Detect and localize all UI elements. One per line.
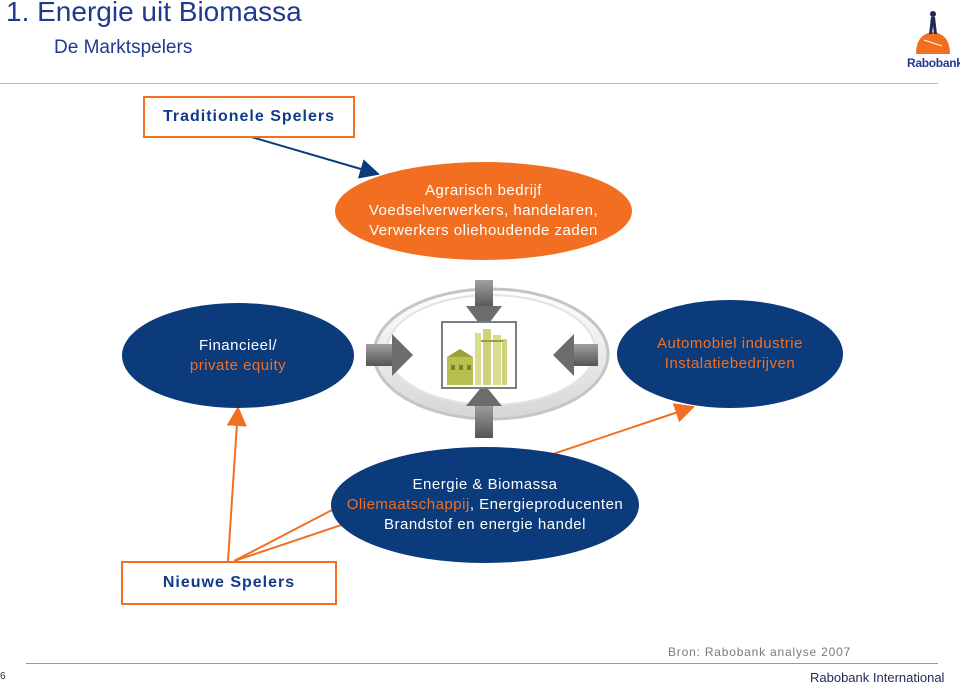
page-number: 6 — [0, 671, 6, 682]
line-new-to-energie — [233, 509, 333, 562]
energie-line3: Brandstof en energie handel — [384, 516, 586, 533]
automobiel-ellipse: Automobiel industrie Instalatiebedrijven — [617, 300, 843, 408]
footer-divider — [26, 663, 938, 664]
financieel-line1: Financieel/ — [198, 336, 278, 354]
agrarisch-line1: Agrarisch bedrijf — [425, 182, 542, 199]
page-subtitle: De Marktspelers — [54, 37, 193, 58]
footer-brand: Rabobank International — [810, 670, 945, 685]
page-title: 1. Energie uit Biomassa — [6, 0, 302, 27]
rabobank-logo-icon — [916, 11, 950, 54]
new-players-box: Nieuwe Spelers — [121, 561, 337, 605]
agrarisch-line2: Voedselverwerkers, handelaren, — [368, 202, 599, 219]
traditional-players-box: Traditionele Spelers — [143, 96, 355, 138]
arrow-bottom-icon — [466, 384, 502, 438]
line-new-to-financieel — [226, 406, 247, 562]
energie-line1: Energie & Biomassa — [412, 476, 558, 493]
agrarisch-line3: Verwerkers oliehoudende zaden — [369, 222, 598, 239]
logo-wordmark: Rabobank — [907, 56, 960, 70]
financieel-line2: private equity — [189, 356, 287, 374]
energie-line2-oliemaatschappij: Oliemaatschappij — [346, 496, 470, 513]
arrow-left-icon — [366, 334, 413, 376]
energie-line2: Oliemaatschappij, Energieproducenten — [347, 495, 624, 515]
arrow-top-icon — [466, 280, 502, 330]
biomass-factory-icon — [441, 321, 517, 389]
agrarisch-ellipse: Agrarisch bedrijf Voedselverwerkers, han… — [335, 162, 632, 260]
arrow-right-icon — [553, 334, 598, 376]
automobiel-line2: Instalatiebedrijven — [664, 355, 796, 372]
financieel-ellipse: Financieel/ private equity — [122, 303, 354, 408]
energie-line2-producenten: , Energieproducenten — [469, 496, 624, 513]
source-note: Bron: Rabobank analyse 2007 — [668, 645, 852, 659]
energie-ellipse: Energie & Biomassa Oliemaatschappij, Ene… — [331, 447, 639, 563]
arrow-traditional-to-agrarisch — [247, 135, 380, 179]
automobiel-line1: Automobiel industrie — [657, 335, 803, 352]
title-divider — [0, 83, 938, 84]
